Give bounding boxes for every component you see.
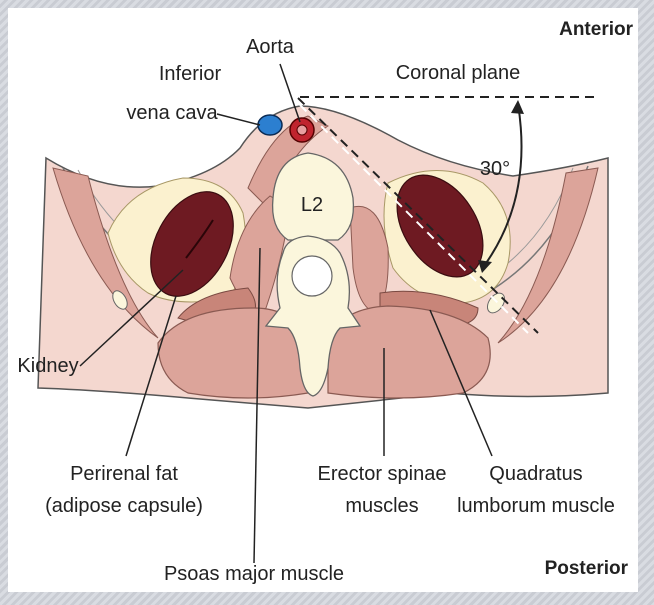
label-aorta: Aorta — [246, 36, 295, 58]
left-abdominal-wall-muscle — [52, 167, 159, 339]
label-kidney: Kidney — [17, 355, 78, 377]
diagram-panel: Anterior Aorta Inferior vena cava Corona… — [8, 8, 638, 592]
left-rib-bone — [112, 290, 128, 310]
psoas-leader — [253, 247, 261, 564]
left-kidney-hilum — [185, 219, 214, 259]
angle-arrow-top — [511, 100, 524, 114]
ivc-leader — [216, 113, 261, 126]
right-erector-spinae — [327, 305, 491, 399]
label-coronal-plane: Coronal plane — [396, 62, 521, 84]
kidney-leader — [79, 269, 184, 367]
label-ivc-line2: vena cava — [126, 102, 218, 124]
vertebral-body — [271, 152, 355, 241]
label-quadratus-line1: Quadratus — [489, 463, 582, 485]
label-quadratus-line2: lumborum muscle — [457, 495, 615, 517]
aorta-lumen — [296, 124, 308, 136]
label-posterior: Posterior — [545, 558, 629, 579]
label-erector-line1: Erector spinae — [318, 463, 447, 485]
label-ivc-line1: Inferior — [159, 63, 222, 85]
label-psoas: Psoas major muscle — [164, 563, 344, 585]
label-perirenal-line1: Perirenal fat — [70, 463, 178, 485]
left-kidney — [150, 191, 234, 297]
label-angle: 30° — [480, 158, 510, 180]
vertebral-arch — [264, 235, 362, 397]
oblique-plane-line — [297, 97, 539, 334]
vertebral-canal — [291, 255, 333, 297]
label-perirenal-line2: (adipose capsule) — [45, 495, 203, 517]
right-abdominal-wall-muscle — [497, 167, 599, 344]
perirenal-leader — [125, 295, 177, 457]
angle-arc — [483, 103, 523, 267]
right-psoas-muscle — [349, 206, 389, 314]
label-erector-line2: muscles — [345, 495, 418, 517]
right-kidney — [396, 174, 484, 278]
quadratus-leader — [429, 309, 493, 457]
label-anterior: Anterior — [559, 19, 634, 40]
oblique-plane-highlight — [299, 104, 529, 334]
inferior-vena-cava — [257, 114, 283, 136]
label-vertebra: L2 — [301, 194, 323, 216]
aorta-leader — [279, 63, 301, 123]
angle-arrow-bottom — [478, 260, 492, 273]
cross-section-diagram: Anterior Aorta Inferior vena cava Corona… — [17, 19, 634, 585]
